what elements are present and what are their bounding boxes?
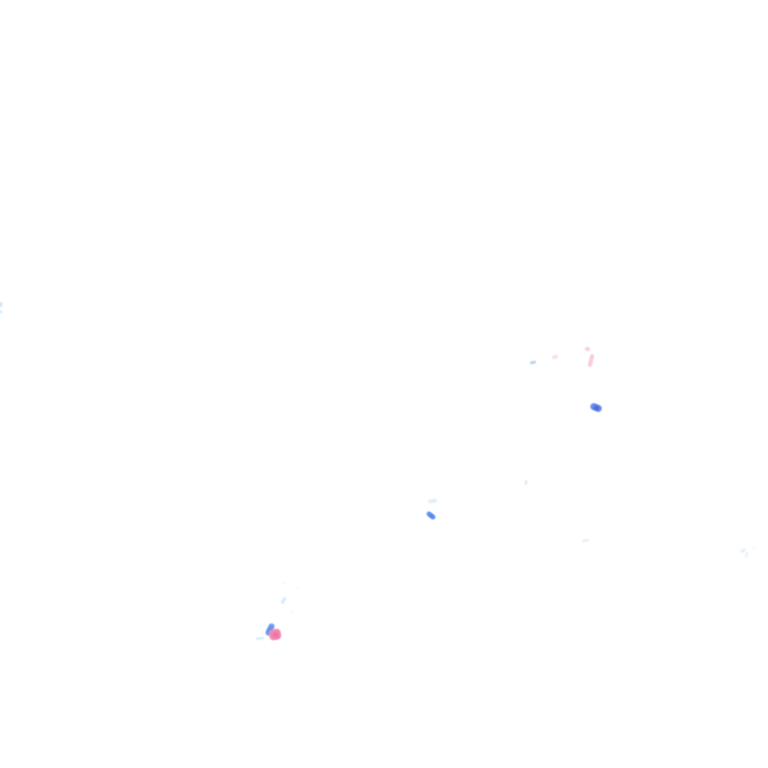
paint-mark-tiny-diagonal-tick <box>280 596 287 605</box>
paint-mark-pink-diagonal-stroke <box>587 353 595 368</box>
paint-mark-main-blue-stroke <box>264 622 276 637</box>
paint-mark-pale-blue-dash <box>255 636 265 641</box>
paint-mark-right-edge-wisp-2 <box>744 551 749 559</box>
paint-mark-light-blue-dash <box>529 360 537 365</box>
paint-mark-pink-dot <box>585 347 590 351</box>
paint-mark-blue-blob-stroke <box>589 402 603 413</box>
paint-mark-faint-blue-tick <box>524 479 528 486</box>
paint-mark-left-edge-tick-2 <box>0 310 2 314</box>
paint-mark-right-edge-dot <box>752 547 755 549</box>
paint-mark-right-edge-wisp-1 <box>739 547 747 554</box>
paint-mark-pink-wisp <box>551 354 559 360</box>
paint-mark-dot-speck-2 <box>283 582 286 584</box>
paint-mark-left-edge-tick-1 <box>0 302 2 307</box>
paint-mark-cyan-dash <box>581 538 590 543</box>
paint-mark-pale-blue-smudge <box>427 498 438 504</box>
paint-mark-dot-speck-1 <box>291 611 294 613</box>
paint-mark-small-blue-stroke <box>425 510 437 521</box>
paint-mark-main-pink-blob <box>268 628 282 641</box>
paint-mark-dot-speck-3 <box>296 587 299 589</box>
